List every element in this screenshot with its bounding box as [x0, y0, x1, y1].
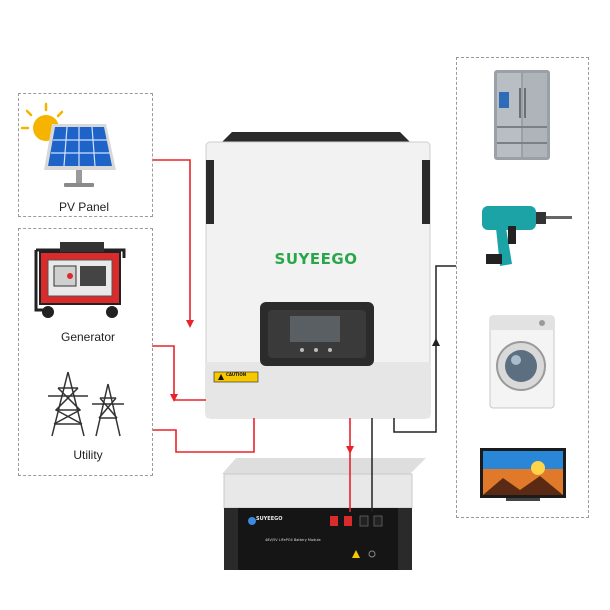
ac-arrow-icon — [170, 320, 354, 454]
washing-machine-icon — [489, 315, 555, 409]
pv-panel-box — [18, 93, 153, 217]
utility-tower-icon — [48, 371, 124, 437]
power-drill-icon — [482, 206, 572, 266]
dc-connection-lines — [371, 265, 456, 512]
inverter-unit — [205, 132, 431, 419]
generator-icon — [34, 242, 126, 318]
dc-arrow-icon — [432, 338, 440, 346]
generator-utility-box — [18, 228, 153, 476]
battery-brand-logo: SUYEEGO — [256, 516, 283, 522]
inverter-brand-logo: SUYEEGO — [274, 250, 358, 268]
ac-connection-lines — [152, 159, 351, 512]
generator-label: Generator — [60, 330, 116, 344]
inverter-warning-label: CAUTION — [226, 372, 247, 377]
pv-panel-label: PV Panel — [58, 200, 110, 214]
pv-panel-icon — [20, 102, 116, 187]
loads-box — [456, 57, 589, 518]
battery-unit — [222, 458, 426, 570]
television-icon — [480, 448, 566, 501]
battery-model-label: 48V/5V LiFePO4 Battery Module — [265, 538, 321, 542]
refrigerator-icon — [494, 70, 550, 160]
utility-label: Utility — [73, 448, 103, 462]
